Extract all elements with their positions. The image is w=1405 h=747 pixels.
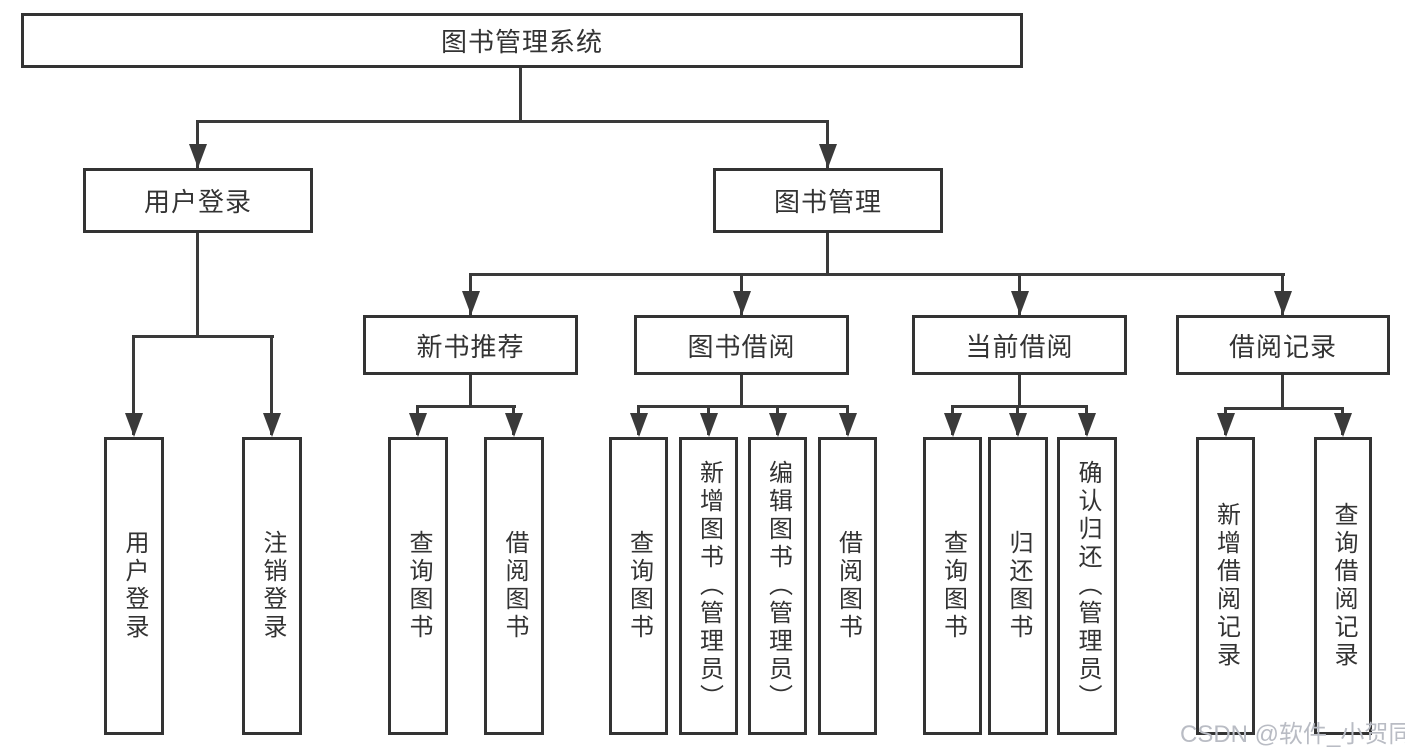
leaf-borrow-edit-admin: 编辑图书（管理员）: [748, 437, 807, 735]
leaf-borrow-edit-admin-label: 编辑图书（管理员）: [764, 460, 792, 712]
arrowhead-current-query: [944, 413, 962, 437]
connector-current-stem: [1018, 375, 1021, 405]
arrowhead-user-login: [189, 144, 207, 168]
connector-records-stem: [1281, 375, 1284, 407]
leaf-newbook-query-label: 查询图书: [405, 530, 432, 642]
node-book-management-label: 图书管理: [773, 187, 882, 217]
node-book-borrow: 图书借阅: [634, 315, 849, 375]
leaf-newbook-query: 查询图书: [388, 437, 448, 735]
connector-newbook-hbar: [416, 405, 516, 408]
node-current-borrow-label: 当前借阅: [965, 331, 1074, 362]
leaf-logout: 注销登录: [242, 437, 302, 735]
arrowhead-current-return: [1009, 413, 1027, 437]
node-borrow-records: 借阅记录: [1176, 315, 1390, 375]
leaf-current-confirm-admin: 确认归还（管理员）: [1057, 437, 1117, 735]
arrowhead-borrow-edit: [769, 413, 787, 437]
connector-root-hbar: [196, 120, 829, 123]
leaf-current-query: 查询图书: [923, 437, 982, 735]
arrowhead-new-book: [462, 291, 480, 315]
node-library-system-label: 图书管理系统: [440, 27, 603, 57]
arrowhead-current-confirm: [1078, 413, 1096, 437]
connector-userlogin-drop1: [132, 335, 135, 435]
leaf-newbook-borrow: 借阅图书: [484, 437, 544, 735]
connector-records-hbar: [1224, 407, 1344, 410]
node-book-borrow-label: 图书借阅: [687, 331, 796, 362]
arrowhead-records-query: [1334, 413, 1352, 437]
node-library-system: 图书管理系统: [21, 13, 1023, 68]
leaf-user-login: 用户登录: [104, 437, 164, 735]
leaf-current-return-label: 归还图书: [1005, 530, 1032, 642]
connector-bookmgmt-hbar: [469, 273, 1285, 276]
arrowhead-book-borrow: [733, 291, 751, 315]
arrowhead-borrow-query: [630, 413, 648, 437]
leaf-borrow-add-admin: 新增图书（管理员）: [679, 437, 738, 735]
leaf-user-login-label: 用户登录: [121, 530, 148, 642]
arrowhead-borrow-borrow: [839, 413, 857, 437]
leaf-records-add: 新增借阅记录: [1196, 437, 1255, 735]
leaf-records-add-label: 新增借阅记录: [1212, 502, 1240, 670]
leaf-records-query: 查询借阅记录: [1314, 437, 1372, 735]
leaf-borrow-borrow-label: 借阅图书: [834, 530, 862, 642]
arrowhead-newbook-borrow: [505, 413, 523, 437]
arrowhead-book-management: [819, 144, 837, 168]
leaf-borrow-borrow: 借阅图书: [818, 437, 877, 735]
node-new-book-recommend-label: 新书推荐: [416, 331, 525, 362]
connector-current-hbar: [951, 405, 1088, 408]
leaf-logout-label: 注销登录: [259, 530, 286, 642]
arrowhead-login-leaf: [125, 413, 143, 437]
arrowhead-newbook-query: [409, 413, 427, 437]
connector-bookmgmt-stem: [826, 233, 829, 273]
node-user-login: 用户登录: [83, 168, 313, 233]
connector-borrow-hbar: [637, 405, 849, 408]
arrowhead-borrow-records: [1274, 291, 1292, 315]
arrowhead-current-borrow: [1011, 291, 1029, 315]
leaf-borrow-add-admin-label: 新增图书（管理员）: [695, 460, 723, 712]
leaf-borrow-query: 查询图书: [609, 437, 668, 735]
leaf-current-return: 归还图书: [988, 437, 1048, 735]
arrowhead-logout-leaf: [263, 413, 281, 437]
arrowhead-borrow-add: [700, 413, 718, 437]
connector-userlogin-hbar: [132, 335, 274, 338]
node-borrow-records-label: 借阅记录: [1228, 331, 1337, 362]
connector-borrow-stem: [740, 375, 743, 405]
node-user-login-label: 用户登录: [143, 187, 252, 217]
leaf-current-confirm-admin-label: 确认归还（管理员）: [1074, 460, 1101, 712]
node-new-book-recommend: 新书推荐: [363, 315, 578, 375]
connector-userlogin-stem: [196, 233, 199, 335]
arrowhead-records-add: [1217, 413, 1235, 437]
node-book-management: 图书管理: [713, 168, 943, 233]
connector-root-stem: [519, 68, 522, 122]
leaf-borrow-query-label: 查询图书: [625, 530, 653, 642]
connector-userlogin-drop2: [270, 335, 273, 435]
leaf-newbook-borrow-label: 借阅图书: [501, 530, 528, 642]
leaf-records-query-label: 查询借阅记录: [1330, 502, 1357, 670]
leaf-current-query-label: 查询图书: [939, 530, 967, 642]
csdn-watermark: CSDN @软件_小贺同学: [1180, 721, 1405, 747]
node-current-borrow: 当前借阅: [912, 315, 1127, 375]
connector-newbook-stem: [469, 375, 472, 405]
